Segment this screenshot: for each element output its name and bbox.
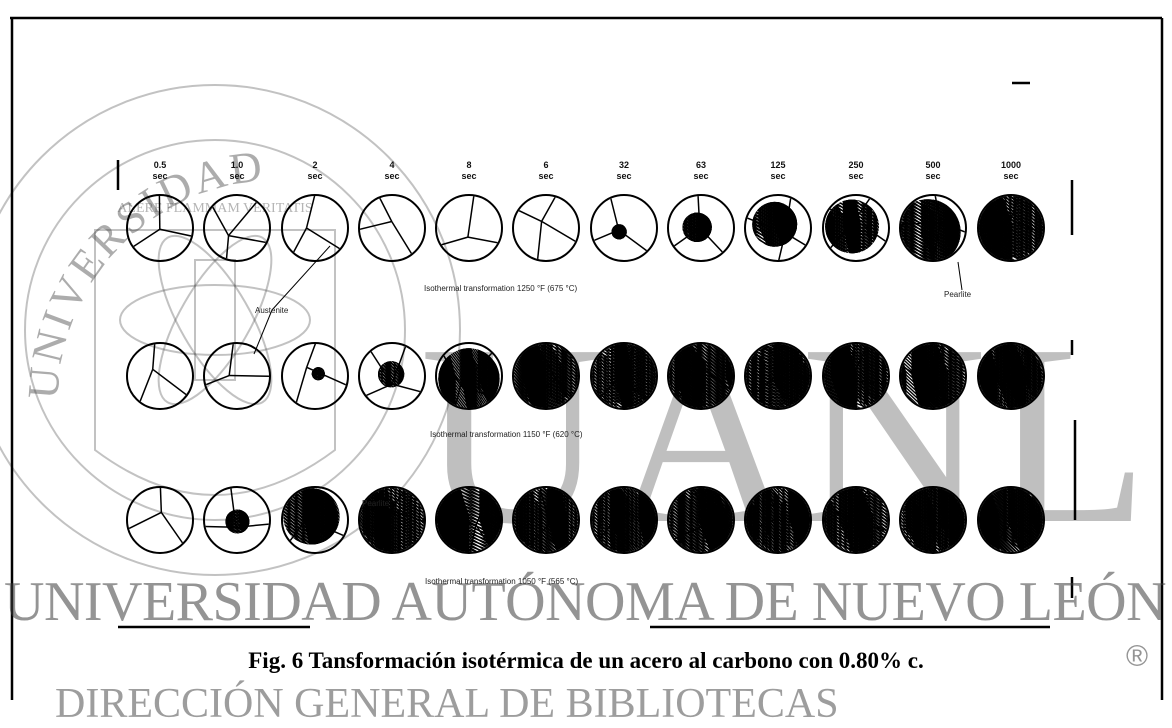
time-value: 1.0	[212, 160, 262, 171]
row-caption-1150: Isothermal transformation 1150 °F (620 °…	[430, 430, 583, 439]
time-value: 6	[521, 160, 571, 171]
pearlite-label-row3: Pearlite	[362, 499, 389, 508]
pearlite-hatch	[273, 295, 379, 449]
grain-boundary	[229, 197, 262, 236]
time-unit: sec	[135, 171, 185, 182]
time-unit: sec	[908, 171, 958, 182]
microstructure-circle	[353, 192, 425, 261]
microstructure-circle	[127, 337, 193, 409]
time-value: 2	[290, 160, 340, 171]
grain-boundary	[359, 384, 392, 398]
microstructure-circle	[434, 189, 505, 261]
grain-boundary	[226, 236, 229, 266]
time-unit: sec	[444, 171, 494, 182]
grain-boundary	[307, 337, 318, 368]
time-unit: sec	[212, 171, 262, 182]
grain-boundary	[153, 337, 156, 370]
university-name-watermark: UNIVERSIDAD AUTÓNOMA DE NUEVO LEÓN	[4, 570, 1164, 634]
time-unit: sec	[599, 171, 649, 182]
time-unit: sec	[290, 171, 340, 182]
microstructure-circle	[282, 188, 348, 261]
austenite-label: Austenite	[255, 306, 288, 315]
time-value: 63	[676, 160, 726, 171]
time-value: 250	[831, 160, 881, 171]
time-unit: sec	[986, 171, 1036, 182]
time-unit: sec	[753, 171, 803, 182]
row-caption-1250: Isothermal transformation 1250 °F (675 °…	[424, 284, 577, 293]
microstructure-circle	[512, 191, 582, 267]
library-direction-watermark: DIRECCIÓN GENERAL DE BIBLIOTECAS	[55, 680, 839, 728]
microstructure-circle	[273, 295, 379, 449]
grain-boundary	[160, 480, 161, 512]
grain-boundary	[290, 228, 306, 259]
time-value: 0.5	[135, 160, 185, 171]
time-value: 8	[444, 160, 494, 171]
microstructure-circle	[643, 298, 754, 452]
time-unit: sec	[521, 171, 571, 182]
microstructure-circle	[204, 195, 273, 266]
time-unit: sec	[831, 171, 881, 182]
figure-caption: Fig. 6 Tansformación isotérmica de un ac…	[0, 648, 1172, 674]
time-value: 125	[753, 160, 803, 171]
microstructure-circle	[127, 188, 198, 261]
microstructure-circle	[199, 337, 277, 409]
time-value: 1000	[986, 160, 1036, 171]
time-unit: sec	[676, 171, 726, 182]
microstructure-circle	[122, 480, 193, 553]
pearlite-label-row1: Pearlite	[944, 290, 971, 299]
figure-page: UNIVERSIDAD AUTONOMA DE NUEVO LEON ALERE…	[0, 0, 1172, 705]
time-value: 500	[908, 160, 958, 171]
time-value: 4	[367, 160, 417, 171]
time-value: 32	[599, 160, 649, 171]
time-unit: sec	[367, 171, 417, 182]
